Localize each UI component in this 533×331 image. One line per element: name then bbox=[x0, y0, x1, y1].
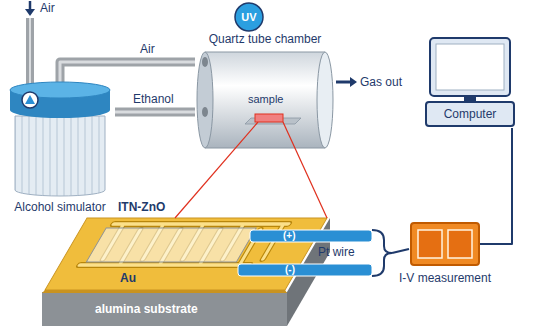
node-label: UV bbox=[234, 10, 264, 24]
computer: Computer bbox=[420, 38, 520, 128]
iv-meter: I-V measurement bbox=[410, 222, 480, 266]
air-pipe bbox=[60, 62, 195, 82]
part-label: alumina substrate bbox=[95, 302, 198, 316]
part-label: (-) bbox=[285, 264, 295, 276]
part-label: (+) bbox=[283, 230, 296, 242]
node-label: I-V measurement bbox=[399, 271, 491, 285]
ethanol-pipe bbox=[115, 112, 195, 113]
iv-meter-shape bbox=[410, 222, 480, 266]
node-sublabel: sample bbox=[248, 92, 283, 106]
quartz-chamber-shape bbox=[195, 32, 335, 150]
node-label: Alcohol simulator bbox=[5, 200, 115, 214]
uv-lamp: UV bbox=[234, 2, 264, 32]
edge-label: Ethanol bbox=[133, 92, 174, 106]
edge-label: Air bbox=[140, 42, 155, 56]
alcohol-simulator: Alcohol simulator bbox=[5, 82, 115, 216]
node-label: Computer bbox=[420, 107, 520, 121]
part-label: Au bbox=[120, 271, 136, 285]
part-label: Gas out bbox=[360, 75, 402, 89]
node-label: Quartz tube chamber bbox=[195, 32, 335, 46]
part-label: Pt wire bbox=[318, 245, 355, 259]
alcohol-simulator-shape bbox=[5, 82, 115, 216]
quartz-chamber: Quartz tube chamber sample bbox=[195, 32, 335, 150]
part-label: ITN-ZnO bbox=[118, 200, 165, 214]
part-label: Air bbox=[40, 1, 55, 15]
data-cable bbox=[480, 128, 512, 244]
